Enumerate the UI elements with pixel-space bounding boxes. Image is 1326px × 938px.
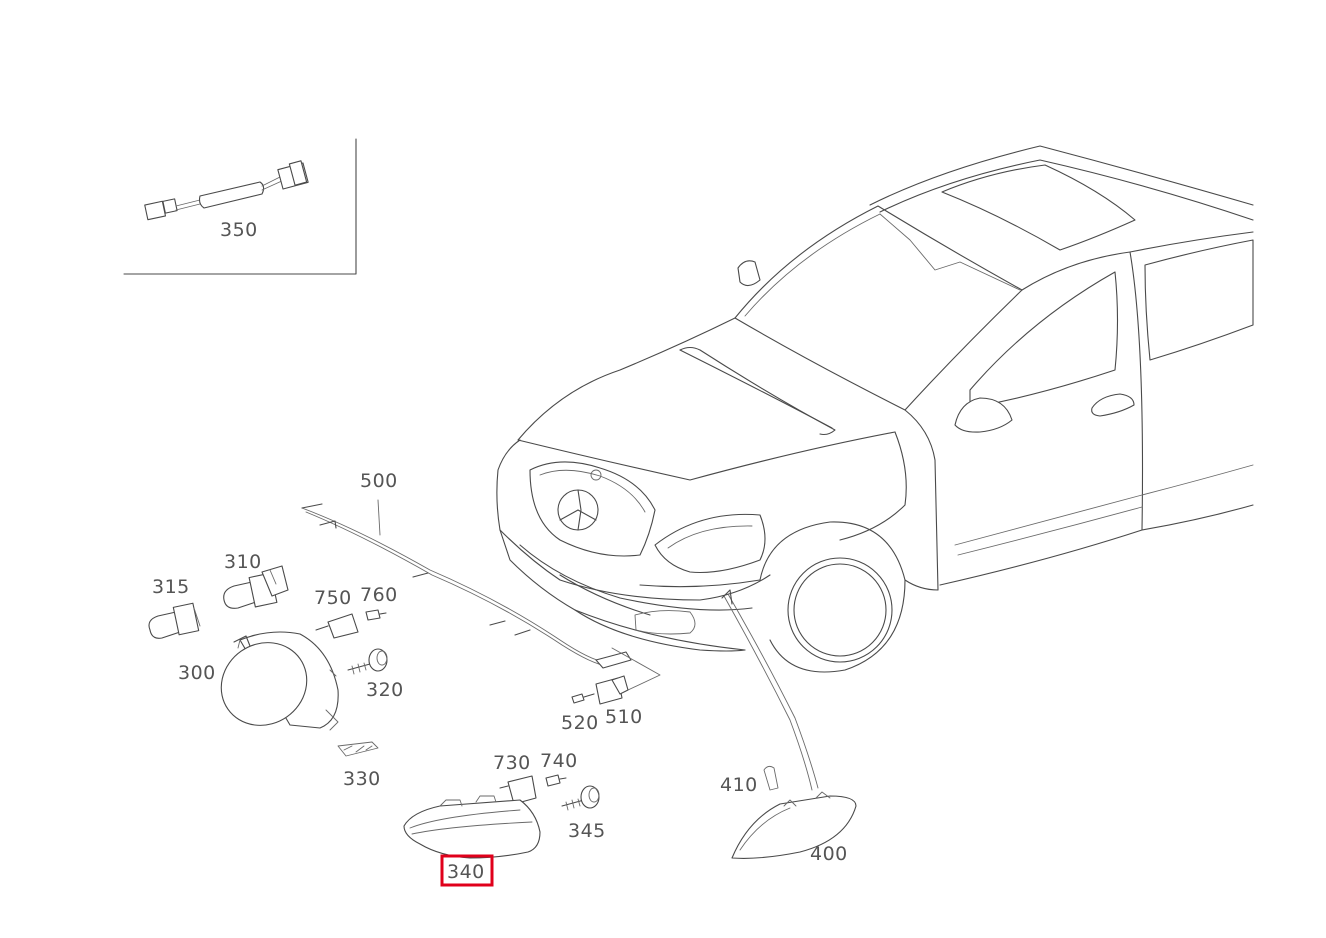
part-345-screw[interactable] bbox=[561, 785, 600, 811]
part-330-clip[interactable] bbox=[337, 741, 379, 757]
part-labels: 350 500 310 315 750 760 300 320 330 520 … bbox=[152, 219, 848, 883]
part-350-harness[interactable] bbox=[144, 160, 309, 221]
part-410-clip[interactable] bbox=[763, 765, 779, 791]
label-750[interactable]: 750 bbox=[314, 587, 352, 609]
label-760[interactable]: 760 bbox=[360, 584, 398, 606]
part-500-harness[interactable] bbox=[301, 499, 661, 691]
label-320[interactable]: 320 bbox=[366, 679, 404, 701]
inset-frame bbox=[123, 138, 357, 275]
part-730-connector[interactable] bbox=[499, 775, 537, 805]
label-510[interactable]: 510 bbox=[605, 706, 643, 728]
part-400-cover[interactable] bbox=[731, 791, 857, 859]
part-320-screw[interactable] bbox=[347, 648, 388, 675]
label-330[interactable]: 330 bbox=[343, 768, 381, 790]
vehicle-outline bbox=[496, 145, 1254, 673]
part-315-bulb[interactable] bbox=[148, 602, 201, 639]
part-340-light-housing[interactable] bbox=[403, 795, 541, 859]
part-300-fog-lamp[interactable] bbox=[205, 626, 339, 742]
part-760-pin[interactable] bbox=[365, 609, 387, 621]
label-400[interactable]: 400 bbox=[810, 843, 848, 865]
part-740-pin[interactable] bbox=[545, 774, 567, 787]
label-300[interactable]: 300 bbox=[178, 662, 216, 684]
part-520-pin[interactable] bbox=[571, 693, 595, 704]
label-340[interactable]: 340 bbox=[447, 861, 485, 883]
label-730[interactable]: 730 bbox=[493, 752, 531, 774]
label-410[interactable]: 410 bbox=[720, 774, 758, 796]
label-350[interactable]: 350 bbox=[220, 219, 258, 241]
part-750-connector[interactable] bbox=[315, 613, 359, 639]
label-310[interactable]: 310 bbox=[224, 551, 262, 573]
label-740[interactable]: 740 bbox=[540, 750, 578, 772]
label-520[interactable]: 520 bbox=[561, 712, 599, 734]
part-510-connector[interactable] bbox=[595, 675, 629, 705]
label-345[interactable]: 345 bbox=[568, 820, 606, 842]
label-500[interactable]: 500 bbox=[360, 470, 398, 492]
label-315[interactable]: 315 bbox=[152, 576, 190, 598]
selected-part-highlight bbox=[440, 854, 494, 887]
part-310-bulb[interactable] bbox=[223, 565, 289, 609]
leader-arrow bbox=[721, 589, 819, 791]
